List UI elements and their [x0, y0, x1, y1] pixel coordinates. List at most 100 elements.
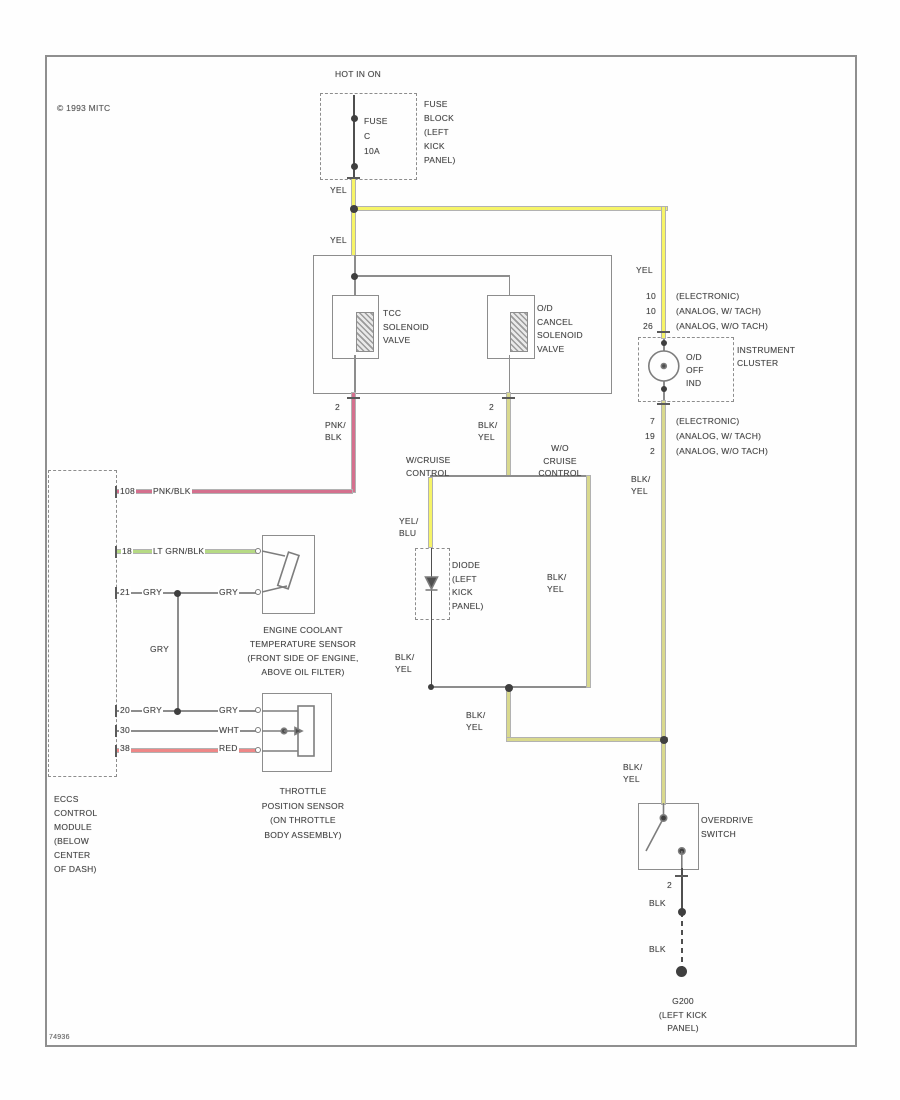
blk-yel-join-dot — [504, 684, 513, 692]
yel-blu-diode-feed — [428, 477, 433, 548]
connector-tick — [115, 586, 117, 599]
wire-color-label: LT GRN/BLK — [152, 545, 206, 558]
solenoid-assembly-box — [313, 255, 612, 394]
pin-number-label: 38 — [119, 742, 131, 755]
fuse-internal-wire — [353, 95, 355, 178]
qualifier-label: (ELECTRONIC) — [676, 291, 740, 301]
throttle-position-sensor-box — [262, 693, 332, 772]
pin-number-label: 10 — [646, 291, 656, 301]
pin-number-label: 2 — [667, 880, 672, 890]
connector-tick — [115, 485, 117, 498]
pin-number-label: 30 — [119, 724, 131, 737]
yel-branch-horizontal — [351, 206, 668, 211]
qualifier-label: (ANALOG, W/O TACH) — [676, 446, 769, 456]
ground-point — [676, 965, 688, 977]
wire-color-label: GRY — [142, 586, 164, 599]
eccs-module-label: ECCS CONTROL MODULE (BELOW CENTER OF DAS… — [54, 794, 98, 874]
blk-yel-join-drop — [506, 688, 511, 740]
tps-terminal-1 — [255, 707, 261, 713]
wire-color-label: BLK — [649, 944, 666, 954]
tcc-coil-out-wire — [354, 355, 356, 392]
od-coil-out-wire — [508, 355, 510, 392]
pin-number-label: 18 — [121, 545, 133, 558]
wire-color-label: PNK/ BLK — [325, 420, 346, 442]
qualifier-label: (ANALOG, W/O TACH) — [676, 321, 769, 331]
wire-color-label: YEL — [330, 235, 347, 245]
diode-internal-wire — [430, 548, 432, 618]
gry-splice-1 — [174, 589, 182, 597]
od-off-indicator-label: O/D OFF IND — [686, 352, 704, 388]
wire-color-label: BLK/ YEL — [466, 710, 486, 732]
gry-tps-wire — [115, 710, 257, 712]
wire-color-label: GRY — [150, 644, 170, 654]
tcc-solenoid-coil-box — [332, 295, 379, 359]
diode-join-dot — [428, 684, 435, 690]
pnk-blk-vertical — [351, 392, 356, 493]
pin-number-label: 2 — [335, 402, 340, 412]
instrument-cluster-box — [638, 337, 734, 402]
blk-yel-wo-cruise-drop — [586, 475, 591, 688]
option-label: W/CRUISE CONTROL — [406, 455, 451, 478]
wire-color-label: GRY — [218, 704, 240, 717]
switch-ground-wire-dashed — [681, 912, 683, 970]
tcc-solenoid-label: TCC SOLENOID VALVE — [383, 308, 429, 345]
tps-terminal-3 — [255, 747, 261, 753]
wire-color-label: BLK/ YEL — [547, 572, 567, 594]
solenoid-branch-splice — [351, 272, 359, 280]
diode-label: DIODE (LEFT KICK PANEL) — [452, 560, 484, 611]
hot-in-on-label: HOT IN ON — [334, 69, 381, 79]
od-coil-feed-wire — [508, 275, 510, 296]
throttle-position-sensor-label: THROTTLE POSITION SENSOR (ON THROTTLE BO… — [261, 786, 345, 840]
wire-color-label: YEL/ BLU — [399, 516, 419, 538]
ground-splice — [677, 908, 686, 916]
fuse-label: FUSE C 10A — [364, 116, 388, 156]
pin-number-label: 7 — [650, 416, 655, 426]
instrument-cluster-label: INSTRUMENT CLUSTER — [737, 345, 796, 368]
diagram-id-text: 74936 — [49, 1034, 70, 1041]
connector-tick — [115, 545, 117, 558]
connector-tick — [502, 397, 515, 399]
connector-tick — [115, 704, 117, 717]
wire-color-label: BLK/ YEL — [631, 474, 651, 496]
pnk-blk-horizontal — [115, 489, 353, 494]
od-cancel-solenoid-coil-box — [487, 295, 535, 359]
fuse-block-box — [320, 93, 417, 180]
pin-number-label: 108 — [119, 485, 136, 498]
pin-number-label: 10 — [646, 306, 656, 316]
wire-color-label: GRY — [218, 586, 240, 599]
od-cancel-coil-winding — [510, 312, 528, 352]
switch-ground-wire — [681, 868, 683, 912]
copyright-text: © 1993 MITC — [57, 103, 111, 113]
wire-color-label: YEL — [330, 185, 347, 195]
overdrive-switch-box — [638, 803, 699, 870]
connector-tick — [347, 177, 360, 179]
pin-number-label: 21 — [119, 586, 131, 599]
blk-yel-cluster-to-switch — [661, 400, 666, 805]
wire-color-label: BLK/ YEL — [395, 652, 415, 674]
diode-box — [415, 548, 450, 620]
connector-tick — [657, 403, 670, 405]
fuse-terminal-bottom — [350, 162, 358, 170]
connector-tick — [115, 724, 117, 737]
wire-color-label: WHT — [218, 724, 241, 737]
pin-number-label: 20 — [119, 704, 131, 717]
wire-color-label: YEL — [636, 265, 653, 275]
pin-number-label: 26 — [643, 321, 653, 331]
connector-tick — [347, 397, 360, 399]
coolant-temp-sensor-box — [262, 535, 315, 614]
yel-feed-vertical — [351, 178, 356, 256]
ground-label: G200 (LEFT KICK PANEL) — [658, 996, 708, 1033]
switch-feed-junction — [659, 736, 668, 744]
wire-color-label: BLK/ YEL — [478, 420, 498, 442]
connector-tick — [675, 875, 688, 877]
wire-color-label: GRY — [142, 704, 164, 717]
gry-ect-wire — [115, 592, 257, 594]
lamp-terminal-bottom — [660, 386, 667, 392]
ect-terminal-1 — [255, 548, 261, 554]
connector-tick — [657, 331, 670, 333]
yel-splice — [349, 205, 358, 213]
page-border — [45, 55, 857, 1047]
wire-color-label: BLK/ YEL — [623, 762, 643, 784]
option-label: W/O CRUISE CONTROL — [538, 443, 582, 478]
